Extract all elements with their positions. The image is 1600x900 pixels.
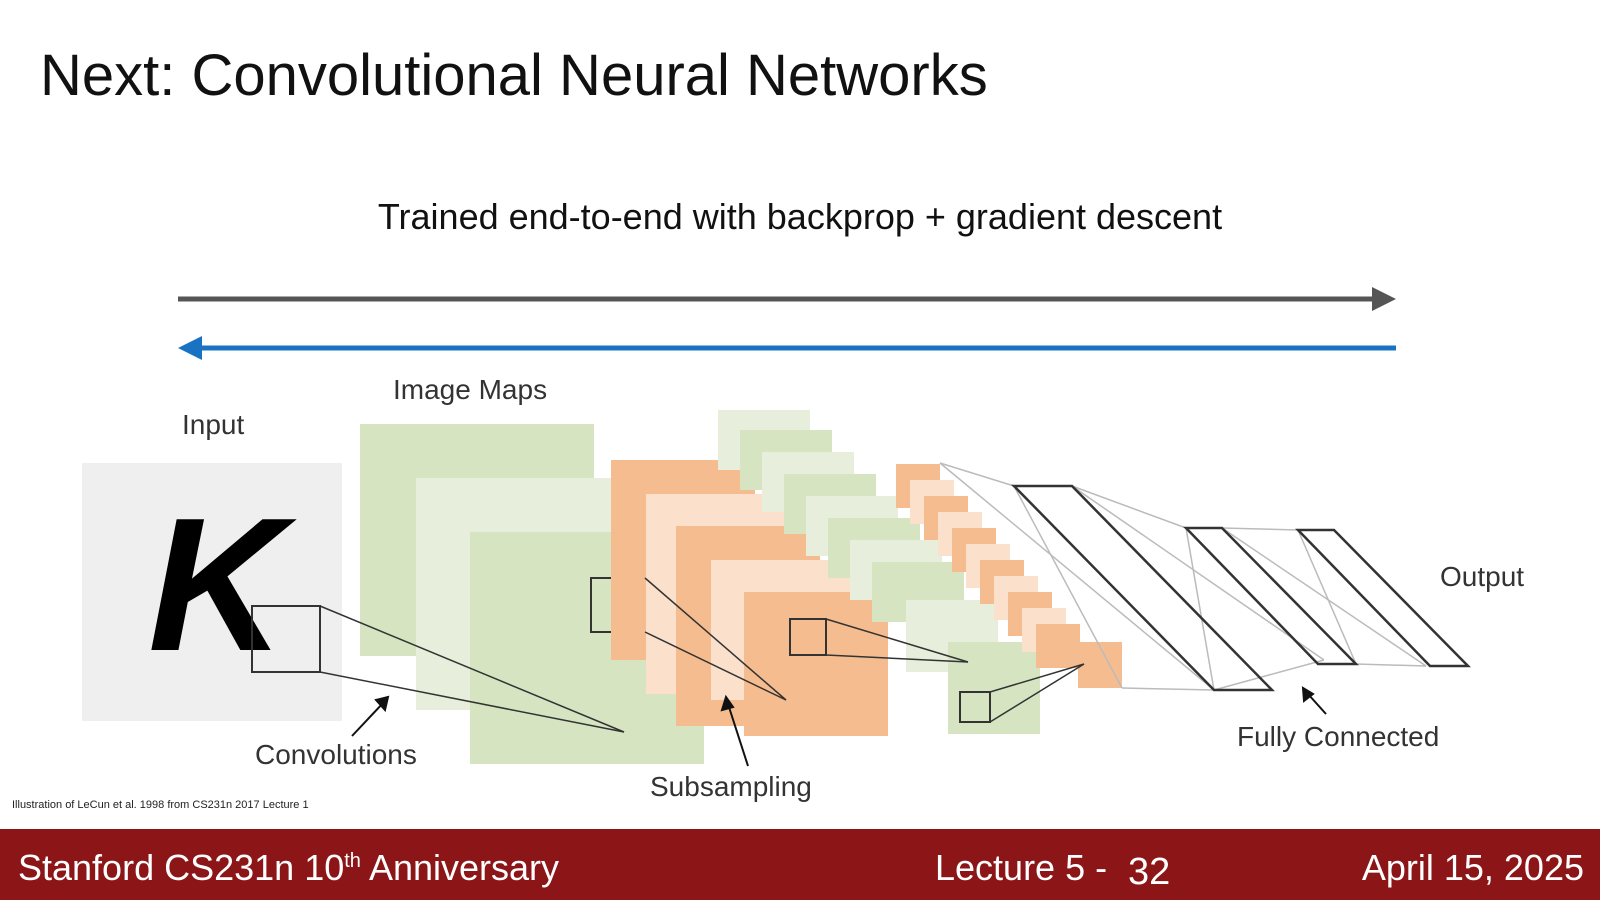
conv-maps-1 — [360, 424, 704, 764]
forward-arrow — [178, 287, 1396, 311]
image-caption: Illustration of LeCun et al. 1998 from C… — [12, 799, 309, 811]
backward-arrow — [178, 336, 1396, 360]
convolutions-label: Convolutions — [255, 739, 417, 770]
pool-maps-1 — [611, 460, 888, 736]
cnn-diagram: K — [82, 287, 1524, 802]
input-receptive-field — [251, 605, 321, 673]
subsampling-label: Subsampling — [650, 771, 812, 802]
footer-course-suffix: Anniversary — [360, 847, 560, 888]
footer-page-number: 32 — [1128, 851, 1171, 893]
pool-receptive-field — [789, 618, 827, 656]
input-glyph: K — [148, 479, 297, 691]
output-label: Output — [1440, 561, 1524, 592]
fully-connected-layers — [939, 462, 1471, 692]
fully-connected-label: Fully Connected — [1237, 721, 1439, 752]
footer-date: April 15, 2025 — [1361, 847, 1584, 888]
footer-course-sup: th — [344, 850, 361, 872]
footer-course: Stanford CS231n 10th Anniversary — [18, 847, 559, 889]
footer-lecture: Lecture 5 - — [935, 847, 1108, 888]
pool-maps-2 — [896, 464, 1122, 688]
footer-course-name: Stanford CS231n 10 — [18, 847, 345, 888]
conv2-receptive-field — [959, 691, 991, 723]
image-maps-label: Image Maps — [393, 374, 547, 405]
input-label: Input — [182, 409, 244, 440]
conv-maps-2 — [718, 410, 1040, 734]
slide-title: Next: Convolutional Neural Networks — [40, 43, 988, 108]
footer-bar: Stanford CS231n 10th Anniversary Lecture… — [0, 829, 1600, 900]
slide-subtitle: Trained end-to-end with backprop + gradi… — [377, 196, 1223, 237]
input-image — [82, 463, 342, 721]
annotation-arrows — [351, 686, 1327, 767]
connection-lines — [319, 577, 1085, 733]
